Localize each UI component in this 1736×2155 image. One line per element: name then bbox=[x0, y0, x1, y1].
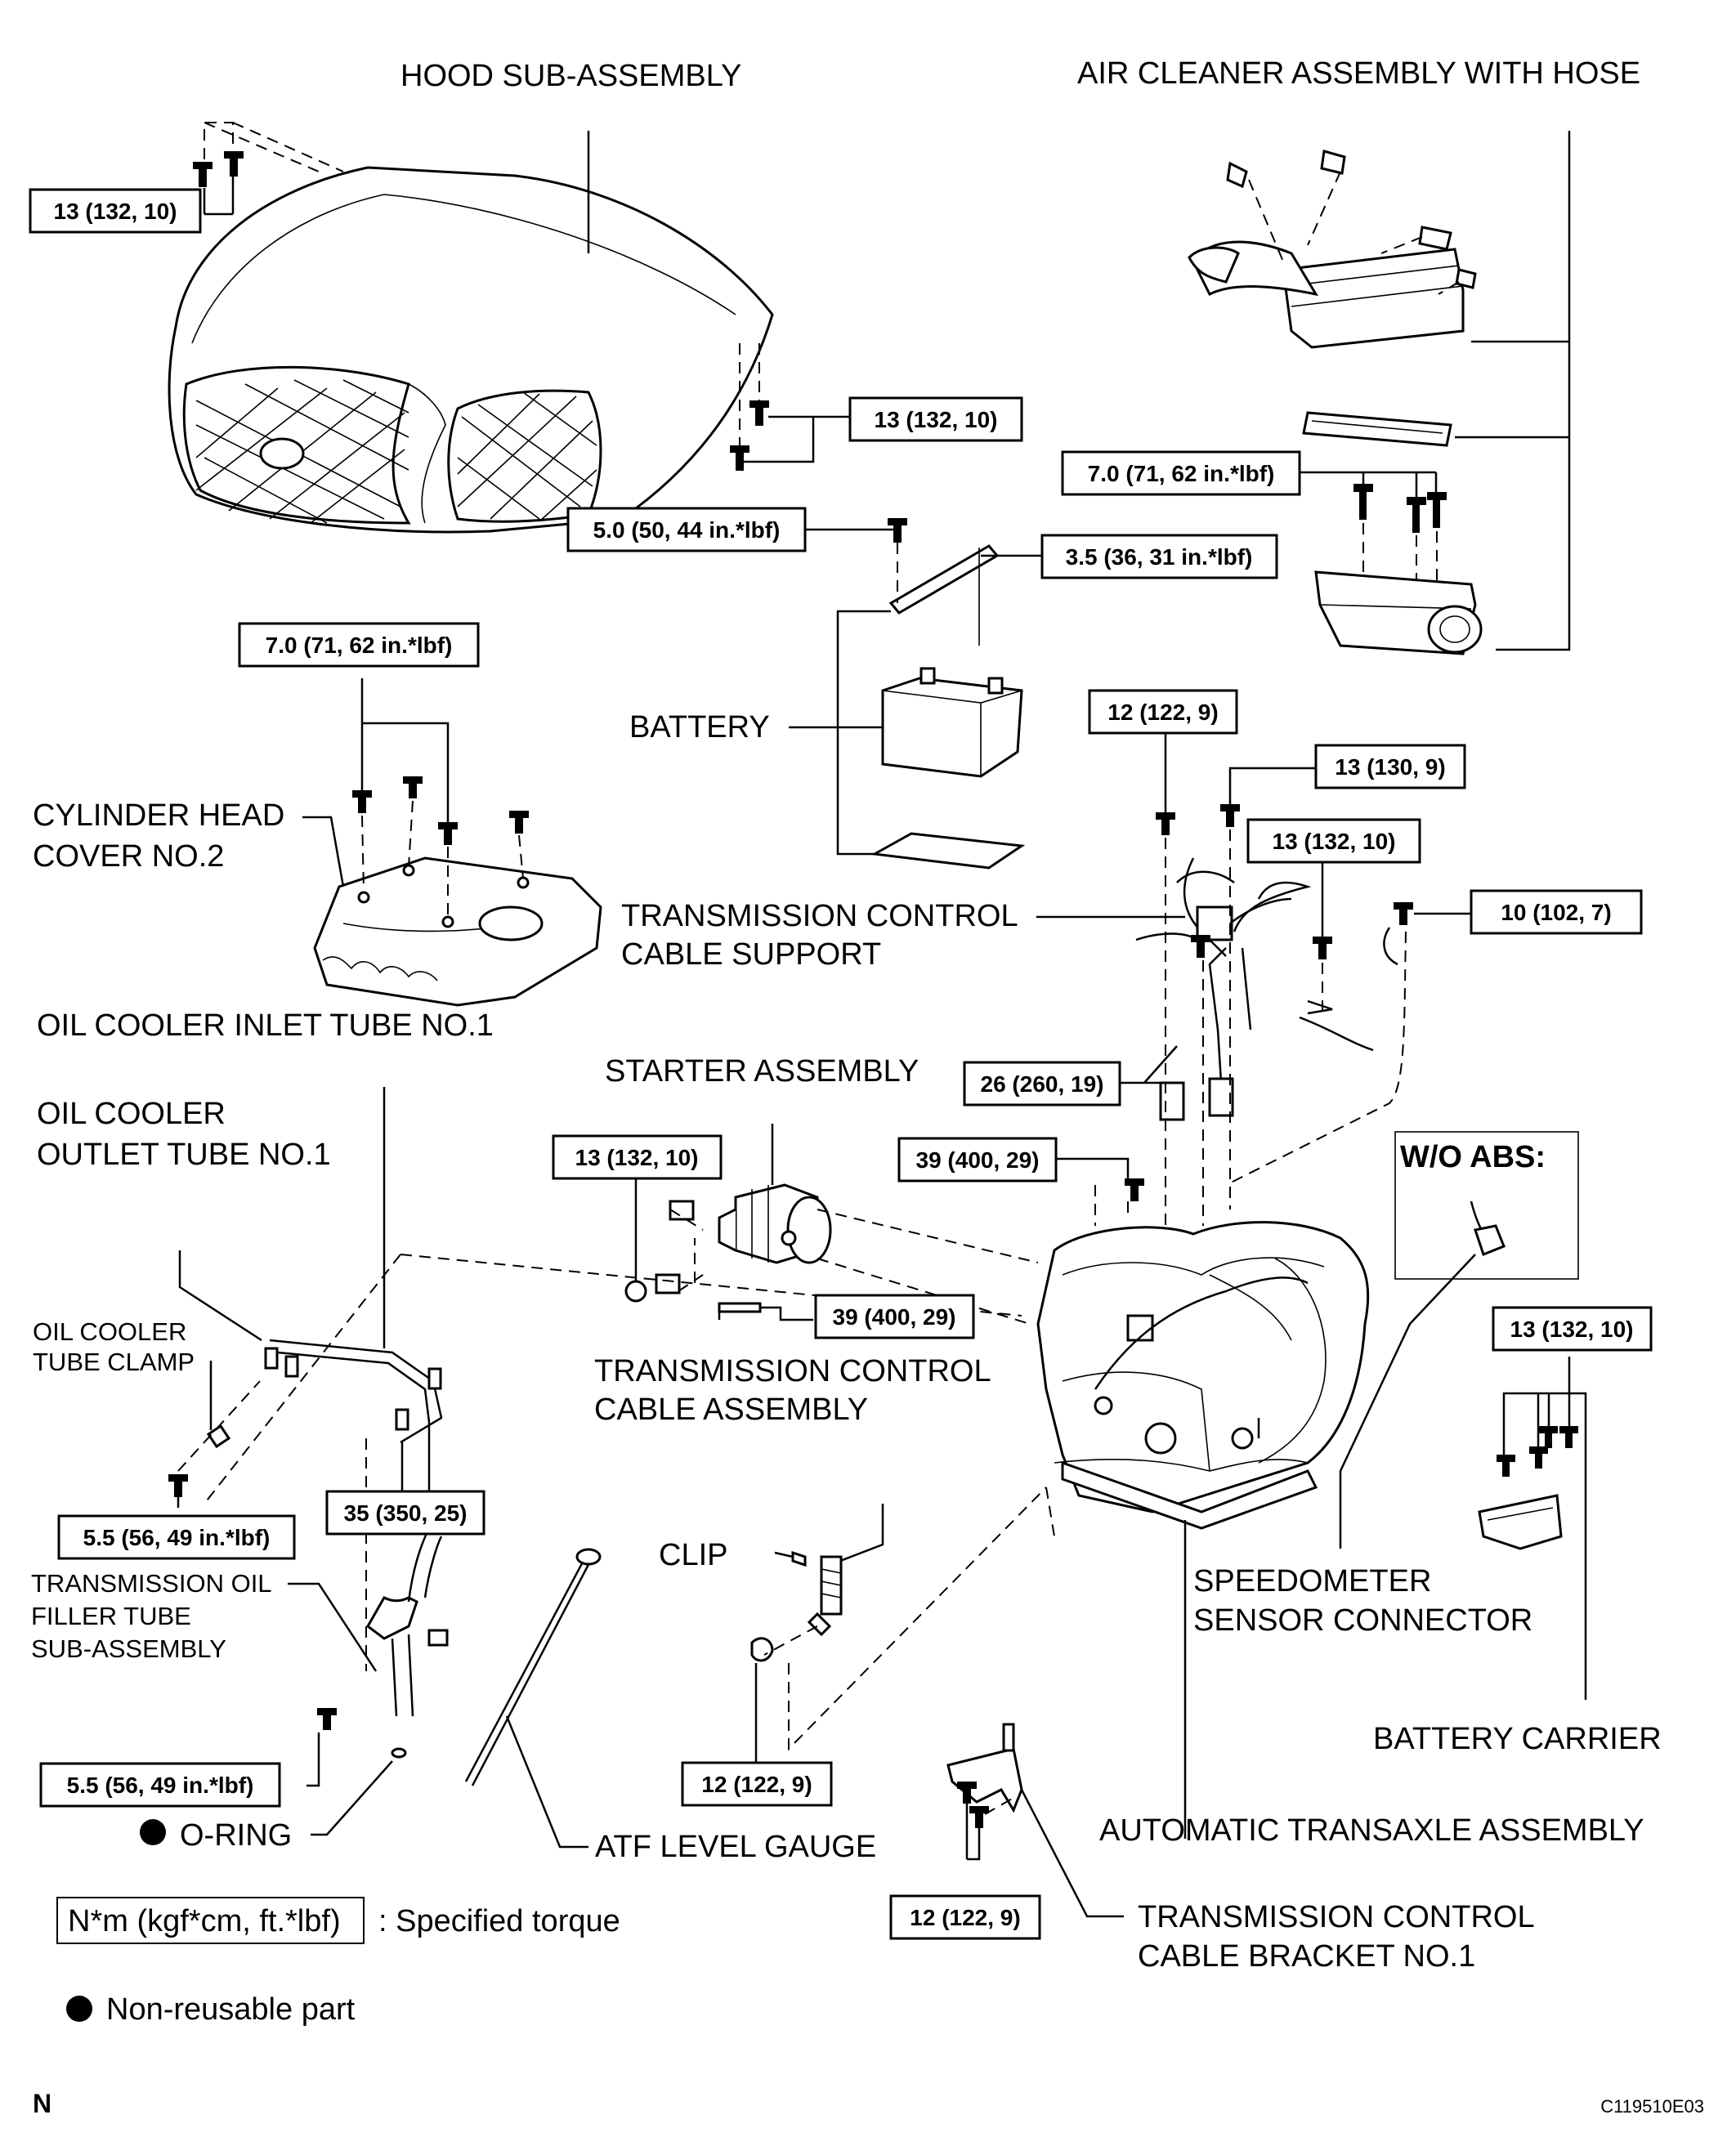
svg-text:35 (350, 25): 35 (350, 25) bbox=[344, 1500, 468, 1526]
svg-text:13 (132, 10): 13 (132, 10) bbox=[1273, 829, 1396, 854]
torque-box: 13 (132, 10) bbox=[848, 396, 1023, 442]
torque-box: 13 (132, 10) bbox=[552, 1134, 723, 1180]
label-filler-tube-3: SUB-ASSEMBLY bbox=[31, 1634, 226, 1663]
svg-text:12 (122, 9): 12 (122, 9) bbox=[910, 1905, 1020, 1930]
svg-text:26 (260, 19): 26 (260, 19) bbox=[981, 1071, 1104, 1097]
torque-box: 26 (260, 19) bbox=[963, 1061, 1121, 1107]
svg-text:13 (132, 10): 13 (132, 10) bbox=[1510, 1317, 1634, 1342]
label-filler-tube-1: TRANSMISSION OIL bbox=[31, 1569, 272, 1598]
label-tcc-support-2: CABLE SUPPORT bbox=[621, 937, 881, 972]
svg-text:13 (132, 10): 13 (132, 10) bbox=[875, 407, 998, 432]
torque-box: 13 (132, 10) bbox=[1246, 818, 1421, 864]
label-speedometer-2: SENSOR CONNECTOR bbox=[1193, 1603, 1532, 1638]
label-oil-cooler-outlet-2: OUTLET TUBE NO.1 bbox=[37, 1138, 331, 1172]
torque-specs: 13 (132, 10) 13 (132, 10) 7.0 (71, 62 in… bbox=[29, 188, 1653, 1940]
figure-code: C119510E03 bbox=[1600, 2096, 1704, 2117]
label-battery: BATTERY bbox=[629, 710, 770, 744]
clip-illustration bbox=[750, 1504, 884, 1662]
cylinder-head-cover-illustration bbox=[313, 856, 602, 1007]
svg-text:13 (132, 10): 13 (132, 10) bbox=[575, 1145, 699, 1170]
label-tcc-assembly-2: CABLE ASSEMBLY bbox=[594, 1393, 868, 1427]
label-o-ring: O-RING bbox=[180, 1818, 292, 1853]
wo-abs-inset bbox=[1394, 1131, 1579, 1280]
torque-box: 3.5 (36, 31 in.*lbf) bbox=[1040, 534, 1278, 579]
legend-non-reusable-marker bbox=[66, 1996, 92, 2022]
legend-torque-desc: : Specified torque bbox=[378, 1904, 620, 1938]
air-cleaner-illustration bbox=[1188, 150, 1483, 655]
label-battery-carrier: BATTERY CARRIER bbox=[1373, 1722, 1662, 1756]
hood-bolts bbox=[193, 151, 769, 471]
cable-bracket-illustration bbox=[946, 1723, 1023, 1828]
label-filler-tube-2: FILLER TUBE bbox=[31, 1602, 191, 1630]
torque-box: 13 (132, 10) bbox=[29, 188, 202, 234]
label-automatic-transaxle: AUTOMATIC TRANSAXLE ASSEMBLY bbox=[1099, 1813, 1644, 1848]
svg-text:5.0 (50, 44 in.*lbf): 5.0 (50, 44 in.*lbf) bbox=[593, 517, 781, 543]
legend-torque-key: N*m (kgf*cm, ft.*lbf) bbox=[68, 1904, 341, 1938]
non-reusable-marker bbox=[140, 1819, 166, 1845]
svg-text:7.0 (71, 62 in.*lbf): 7.0 (71, 62 in.*lbf) bbox=[1088, 461, 1275, 486]
svg-text:13 (130, 9): 13 (130, 9) bbox=[1335, 754, 1445, 780]
torque-box: 7.0 (71, 62 in.*lbf) bbox=[1061, 450, 1301, 496]
label-wo-abs: W/O ABS: bbox=[1400, 1140, 1546, 1174]
torque-box: 12 (122, 9) bbox=[889, 1894, 1041, 1940]
torque-box: 10 (102, 7) bbox=[1470, 889, 1643, 935]
label-air-cleaner: AIR CLEANER ASSEMBLY WITH HOSE bbox=[1077, 56, 1640, 91]
battery-carrier-illustration bbox=[1478, 1426, 1578, 1550]
svg-text:10 (102, 7): 10 (102, 7) bbox=[1501, 900, 1611, 925]
label-tube-clamp-2: TUBE CLAMP bbox=[33, 1348, 195, 1376]
svg-text:12 (122, 9): 12 (122, 9) bbox=[701, 1772, 812, 1797]
torque-box: 12 (122, 9) bbox=[681, 1761, 833, 1807]
svg-text:39 (400, 29): 39 (400, 29) bbox=[833, 1304, 956, 1330]
cable-support-illustration bbox=[1135, 857, 1398, 1121]
torque-box: 5.5 (56, 49 in.*lbf) bbox=[39, 1762, 281, 1808]
label-tcc-assembly-1: TRANSMISSION CONTROL bbox=[594, 1354, 991, 1388]
svg-text:5.5 (56, 49 in.*lbf): 5.5 (56, 49 in.*lbf) bbox=[83, 1525, 271, 1550]
torque-box: 12 (122, 9) bbox=[1088, 689, 1238, 735]
starter-illustration bbox=[624, 1178, 1144, 1313]
svg-text:7.0 (71, 62 in.*lbf): 7.0 (71, 62 in.*lbf) bbox=[266, 633, 453, 658]
label-cylinder-head-1: CYLINDER HEAD bbox=[33, 798, 284, 833]
battery-illustration bbox=[870, 518, 1026, 870]
torque-box: 13 (132, 10) bbox=[1492, 1306, 1653, 1352]
svg-text:13 (132, 10): 13 (132, 10) bbox=[54, 199, 177, 224]
label-atf-gauge: ATF LEVEL GAUGE bbox=[595, 1830, 876, 1864]
svg-text:3.5 (36, 31 in.*lbf): 3.5 (36, 31 in.*lbf) bbox=[1066, 544, 1253, 570]
atf-level-gauge-illustration bbox=[464, 1548, 602, 1786]
torque-box: 13 (130, 9) bbox=[1314, 744, 1466, 789]
oil-cooler-tube-illustration bbox=[168, 1250, 443, 1497]
label-speedometer-1: SPEEDOMETER bbox=[1193, 1564, 1431, 1598]
svg-text:39 (400, 29): 39 (400, 29) bbox=[916, 1147, 1040, 1173]
legend-non-reusable-text: Non-reusable part bbox=[106, 1992, 356, 2027]
hood-illustration bbox=[168, 166, 774, 534]
automatic-transaxle-illustration bbox=[1036, 1221, 1370, 1530]
cable-support-bolts bbox=[1156, 804, 1413, 959]
label-oil-cooler-outlet-1: OIL COOLER bbox=[37, 1097, 226, 1131]
legend-torque-box bbox=[56, 1897, 365, 1944]
air-cleaner-bolts bbox=[1353, 484, 1447, 533]
torque-box: 7.0 (71, 62 in.*lbf) bbox=[238, 622, 480, 668]
label-tube-clamp-1: OIL COOLER bbox=[33, 1317, 186, 1346]
footer-mark: N bbox=[33, 2089, 51, 2118]
svg-text:12 (122, 9): 12 (122, 9) bbox=[1107, 700, 1218, 725]
torque-box: 39 (400, 29) bbox=[814, 1294, 975, 1339]
label-starter: STARTER ASSEMBLY bbox=[605, 1054, 919, 1089]
filler-tube-illustration bbox=[317, 1514, 449, 1759]
label-cylinder-head-2: COVER NO.2 bbox=[33, 839, 224, 874]
torque-box: 35 (350, 25) bbox=[325, 1490, 485, 1536]
label-tcc-bracket-1: TRANSMISSION CONTROL bbox=[1138, 1900, 1535, 1934]
legend: N*m (kgf*cm, ft.*lbf) : Specified torque… bbox=[56, 1897, 620, 2027]
cylinder-head-bolts bbox=[352, 776, 529, 845]
label-hood: HOOD SUB-ASSEMBLY bbox=[400, 59, 741, 93]
torque-box: 5.5 (56, 49 in.*lbf) bbox=[57, 1514, 296, 1560]
label-clip: CLIP bbox=[659, 1538, 727, 1572]
label-tcc-bracket-2: CABLE BRACKET NO.1 bbox=[1138, 1939, 1475, 1974]
torque-box: 39 (400, 29) bbox=[897, 1137, 1058, 1183]
part-labels: HOOD SUB-ASSEMBLY AIR CLEANER ASSEMBLY W… bbox=[31, 56, 1662, 1974]
label-oil-cooler-inlet: OIL COOLER INLET TUBE NO.1 bbox=[37, 1008, 494, 1043]
torque-box: 5.0 (50, 44 in.*lbf) bbox=[566, 507, 807, 552]
label-tcc-support-1: TRANSMISSION CONTROL bbox=[621, 899, 1018, 933]
svg-text:5.5 (56, 49 in.*lbf): 5.5 (56, 49 in.*lbf) bbox=[67, 1773, 254, 1798]
